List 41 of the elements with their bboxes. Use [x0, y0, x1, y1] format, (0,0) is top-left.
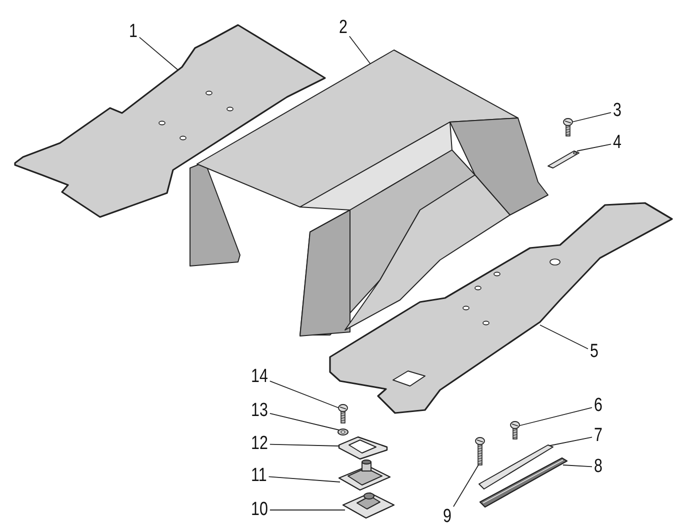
floor-tunnel-cover-drawing — [190, 50, 548, 336]
screw-drawing — [510, 421, 520, 440]
strip-drawing — [478, 444, 554, 490]
leader-line — [269, 380, 340, 408]
leader-line — [453, 464, 480, 508]
leader-line — [572, 112, 612, 122]
leader-line — [269, 413, 340, 430]
leader-line — [268, 476, 340, 482]
screw-drawing — [475, 437, 485, 466]
leader-line — [349, 36, 372, 66]
callout-number: 1 — [129, 22, 138, 42]
callout-number: 2 — [339, 18, 348, 38]
rubber-boot-drawing — [338, 460, 391, 491]
leader-line — [139, 36, 178, 70]
callout-number: 12 — [251, 434, 268, 454]
callout-number: 13 — [251, 401, 268, 421]
rail-drawing — [479, 457, 568, 508]
leader-line — [540, 324, 588, 350]
callout-number: 7 — [594, 426, 602, 446]
floor-mat-drawing — [14, 24, 326, 218]
floor-mat-drawing — [329, 202, 673, 414]
callout-number: 14 — [251, 367, 268, 387]
callout-number: 10 — [251, 500, 268, 520]
leader-line — [518, 407, 592, 426]
callout-number: 5 — [590, 342, 598, 362]
callout-number: 8 — [594, 457, 602, 477]
plate-drawing — [548, 150, 580, 168]
washer-drawing — [338, 428, 348, 436]
callout-number: 4 — [613, 133, 622, 153]
base-plate-drawing — [342, 492, 395, 519]
callout-number: 9 — [443, 507, 452, 527]
callout-number: 11 — [251, 466, 267, 486]
callout-number: 3 — [613, 101, 622, 121]
gasket-drawing — [338, 436, 388, 460]
callout-number: 6 — [594, 396, 602, 416]
leader-line — [269, 444, 340, 446]
leader-line — [562, 464, 592, 468]
leader-line — [576, 144, 612, 152]
leader-line — [548, 436, 592, 446]
bolt-drawing — [563, 118, 573, 136]
bolt-drawing — [338, 404, 348, 424]
